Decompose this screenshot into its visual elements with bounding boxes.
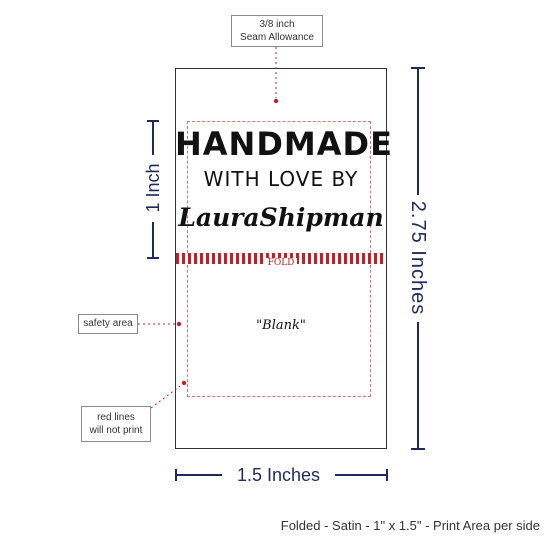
seam-allowance-callout: 3/8 inch Seam Allowance <box>231 15 323 47</box>
red-lines-leader-line <box>150 385 181 409</box>
safety-callout-text: safety area <box>83 318 133 329</box>
red-lines-text-1: red lines <box>97 412 135 423</box>
dimension-one-inch: 1 Inch <box>143 163 163 213</box>
seam-leader-dot <box>273 98 279 104</box>
caption: Folded - Satin - 1" x 1.5" - Print Area … <box>280 518 540 533</box>
red-lines-callout: red lines will not print <box>81 406 151 442</box>
label-line-name: LauraShipman <box>178 203 384 232</box>
safety-leader-dot <box>176 321 182 327</box>
label-blank-text: "Blank" <box>256 318 306 333</box>
dimension-height: 2.75 Inches <box>407 200 429 316</box>
seam-callout-line2: Seam Allowance <box>240 32 314 43</box>
label-line-handmade: HANDMADE <box>175 125 393 163</box>
label-line-with-love-by: WITH LOVE BY <box>203 167 359 191</box>
safety-area-callout: safety area <box>78 314 138 334</box>
fold-label-wrap: FOLD <box>0 252 550 270</box>
red-lines-text-2: will not print <box>89 425 143 436</box>
red-lines-leader-dot <box>181 380 187 386</box>
dimension-width: 1.5 Inches <box>236 465 321 485</box>
fold-label: FOLD <box>264 258 298 268</box>
seam-callout-line1: 3/8 inch <box>259 19 295 30</box>
